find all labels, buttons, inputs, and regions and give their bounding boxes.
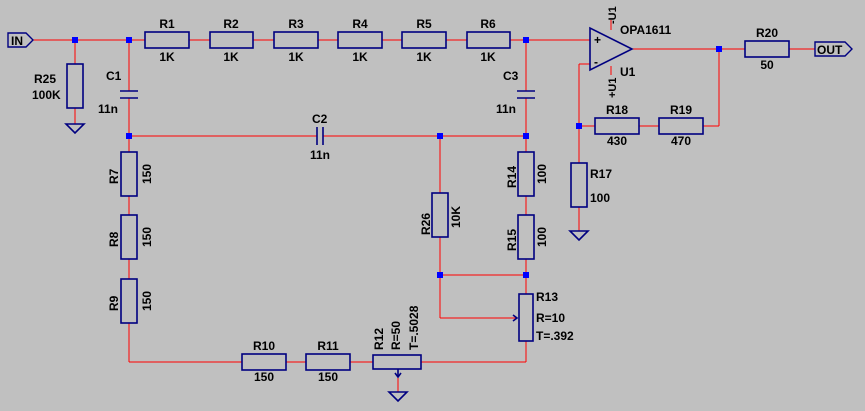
ground-icon-r25	[64, 123, 86, 135]
resistor-r7: R7 150	[107, 151, 154, 197]
resistor-r10: R10 150	[241, 339, 287, 384]
resistors-r3-value-label: 1K	[288, 50, 304, 64]
capacitors-c1-name-label: C1	[106, 69, 122, 83]
junction-nodes	[72, 37, 722, 278]
resistors-r19-value-label: 470	[671, 134, 691, 148]
input-port: IN	[7, 32, 34, 48]
resistors-r26-value-label: 10K	[449, 206, 463, 228]
resistor-r5: R5 1K	[401, 17, 447, 64]
resistors-r14-name-label: R14	[505, 166, 519, 188]
opamp-supply-pos: +U1	[607, 78, 619, 99]
resistors-r10-name-label: R10	[253, 339, 275, 353]
opamp-noninv-sign: +	[594, 33, 601, 47]
resistors-r15-name-label: R15	[505, 229, 519, 251]
resistors-r2-name-label: R2	[223, 17, 239, 31]
ground-symbols	[64, 123, 590, 403]
resistor-r4: R4 1K	[337, 17, 383, 64]
capacitor-c2: C2 11n	[310, 112, 330, 162]
resistor-r3: R3 1K	[273, 17, 319, 64]
input-port-label: IN	[11, 34, 23, 48]
resistors-r1-value-label: 1K	[159, 50, 175, 64]
resistor-r15: R15 100	[505, 214, 549, 260]
ground-icon-r12	[387, 391, 409, 403]
resistor-r2: R2 1K	[209, 17, 254, 64]
resistors-r25-name-label: R25	[34, 72, 56, 86]
resistors-r9-name-label: R9	[107, 295, 121, 311]
resistors-r1-name-label: R1	[159, 17, 175, 31]
resistors-r11-name-label: R11	[317, 339, 339, 353]
resistors-r9-value-label: 150	[140, 291, 154, 311]
resistors-r25-value-label: 100K	[32, 88, 61, 102]
opamp-supply-neg: -U1	[607, 6, 619, 24]
potentiometers-r13-r-label: R=10	[536, 311, 565, 325]
resistors-r20-name-label: R20	[756, 26, 778, 40]
opamp-ref: U1	[620, 65, 636, 79]
resistor-r1: R1 1K	[144, 17, 190, 64]
resistors-r18-name-label: R18	[606, 103, 628, 117]
resistors-r20-value-label: 50	[760, 58, 774, 72]
resistor-r19: R19 470	[658, 103, 704, 148]
resistors-r4-value-label: 1K	[352, 50, 368, 64]
resistors-r4-name-label: R4	[352, 17, 368, 31]
resistors-r6-value-label: 1K	[480, 50, 496, 64]
wires	[32, 20, 815, 392]
output-port-label: OUT	[817, 43, 843, 57]
resistors-r18-value-label: 430	[607, 134, 627, 148]
capacitors-c2-name-label: C2	[312, 112, 328, 126]
resistor-r25: R25 100K	[32, 63, 84, 109]
resistor-r9: R9 150	[107, 278, 154, 324]
resistors-r7-value-label: 150	[140, 164, 154, 184]
resistors-r7-name-label: R7	[107, 168, 121, 184]
resistors-r11-value-label: 150	[318, 370, 338, 384]
opamp-inv-sign: -	[594, 55, 598, 69]
potentiometers-r13-name-label: R13	[536, 290, 558, 304]
resistors-r26-name-label: R26	[419, 213, 433, 235]
resistor-r17: R17 100	[570, 162, 612, 208]
opamp-model: OPA1611	[620, 23, 671, 37]
potentiometers-r12-t-label: T=.5028	[407, 305, 421, 350]
capacitor-c1: C1 11n	[98, 69, 138, 116]
resistor-r18: R18 430	[594, 103, 640, 148]
capacitors-c3-name-label: C3	[503, 69, 519, 83]
capacitors-c3-value-label: 11n	[496, 102, 516, 116]
output-port: OUT	[814, 41, 853, 57]
capacitors-c1-value-label: 11n	[98, 102, 118, 116]
resistors-r3-name-label: R3	[288, 17, 304, 31]
capacitor-c3: C3 11n	[496, 69, 535, 116]
resistor-r14: R14 100	[505, 151, 549, 197]
resistors-r17-name-label: R17	[590, 167, 612, 181]
resistor-r11: R11 150	[305, 339, 351, 384]
resistors-r19-name-label: R19	[670, 103, 692, 117]
resistor-r8: R8 150	[107, 214, 154, 260]
potentiometer-r12: R12 R=50 T=.5028	[372, 305, 422, 379]
resistors-r5-name-label: R5	[416, 17, 432, 31]
potentiometer-r13: R13 R=10 T=.392	[512, 290, 574, 343]
resistors-r8-value-label: 150	[140, 227, 154, 247]
ground-icon-r17	[568, 230, 590, 242]
potentiometers-r13-t-label: T=.392	[536, 329, 574, 343]
resistors-r5-value-label: 1K	[416, 50, 432, 64]
resistor-r26: R26 10K	[419, 192, 463, 238]
potentiometers-r12-r-label: R=50	[389, 321, 403, 350]
resistors-r15-value-label: 100	[535, 227, 549, 247]
resistors-r6-name-label: R6	[480, 17, 496, 31]
resistor-r20: R20 50	[744, 26, 790, 72]
resistors-r8-name-label: R8	[107, 231, 121, 247]
resistors-r10-value-label: 150	[254, 370, 274, 384]
capacitors-c2-value-label: 11n	[310, 148, 330, 162]
resistor-r6: R6 1K	[466, 17, 511, 64]
resistors-r2-value-label: 1K	[223, 50, 239, 64]
resistors-r14-value-label: 100	[535, 164, 549, 184]
opamp-u1: + - OPA1611 U1 -U1 +U1	[589, 6, 671, 99]
potentiometers-r12-name-label: R12	[372, 328, 386, 350]
resistors-r17-value-label: 100	[590, 191, 610, 205]
